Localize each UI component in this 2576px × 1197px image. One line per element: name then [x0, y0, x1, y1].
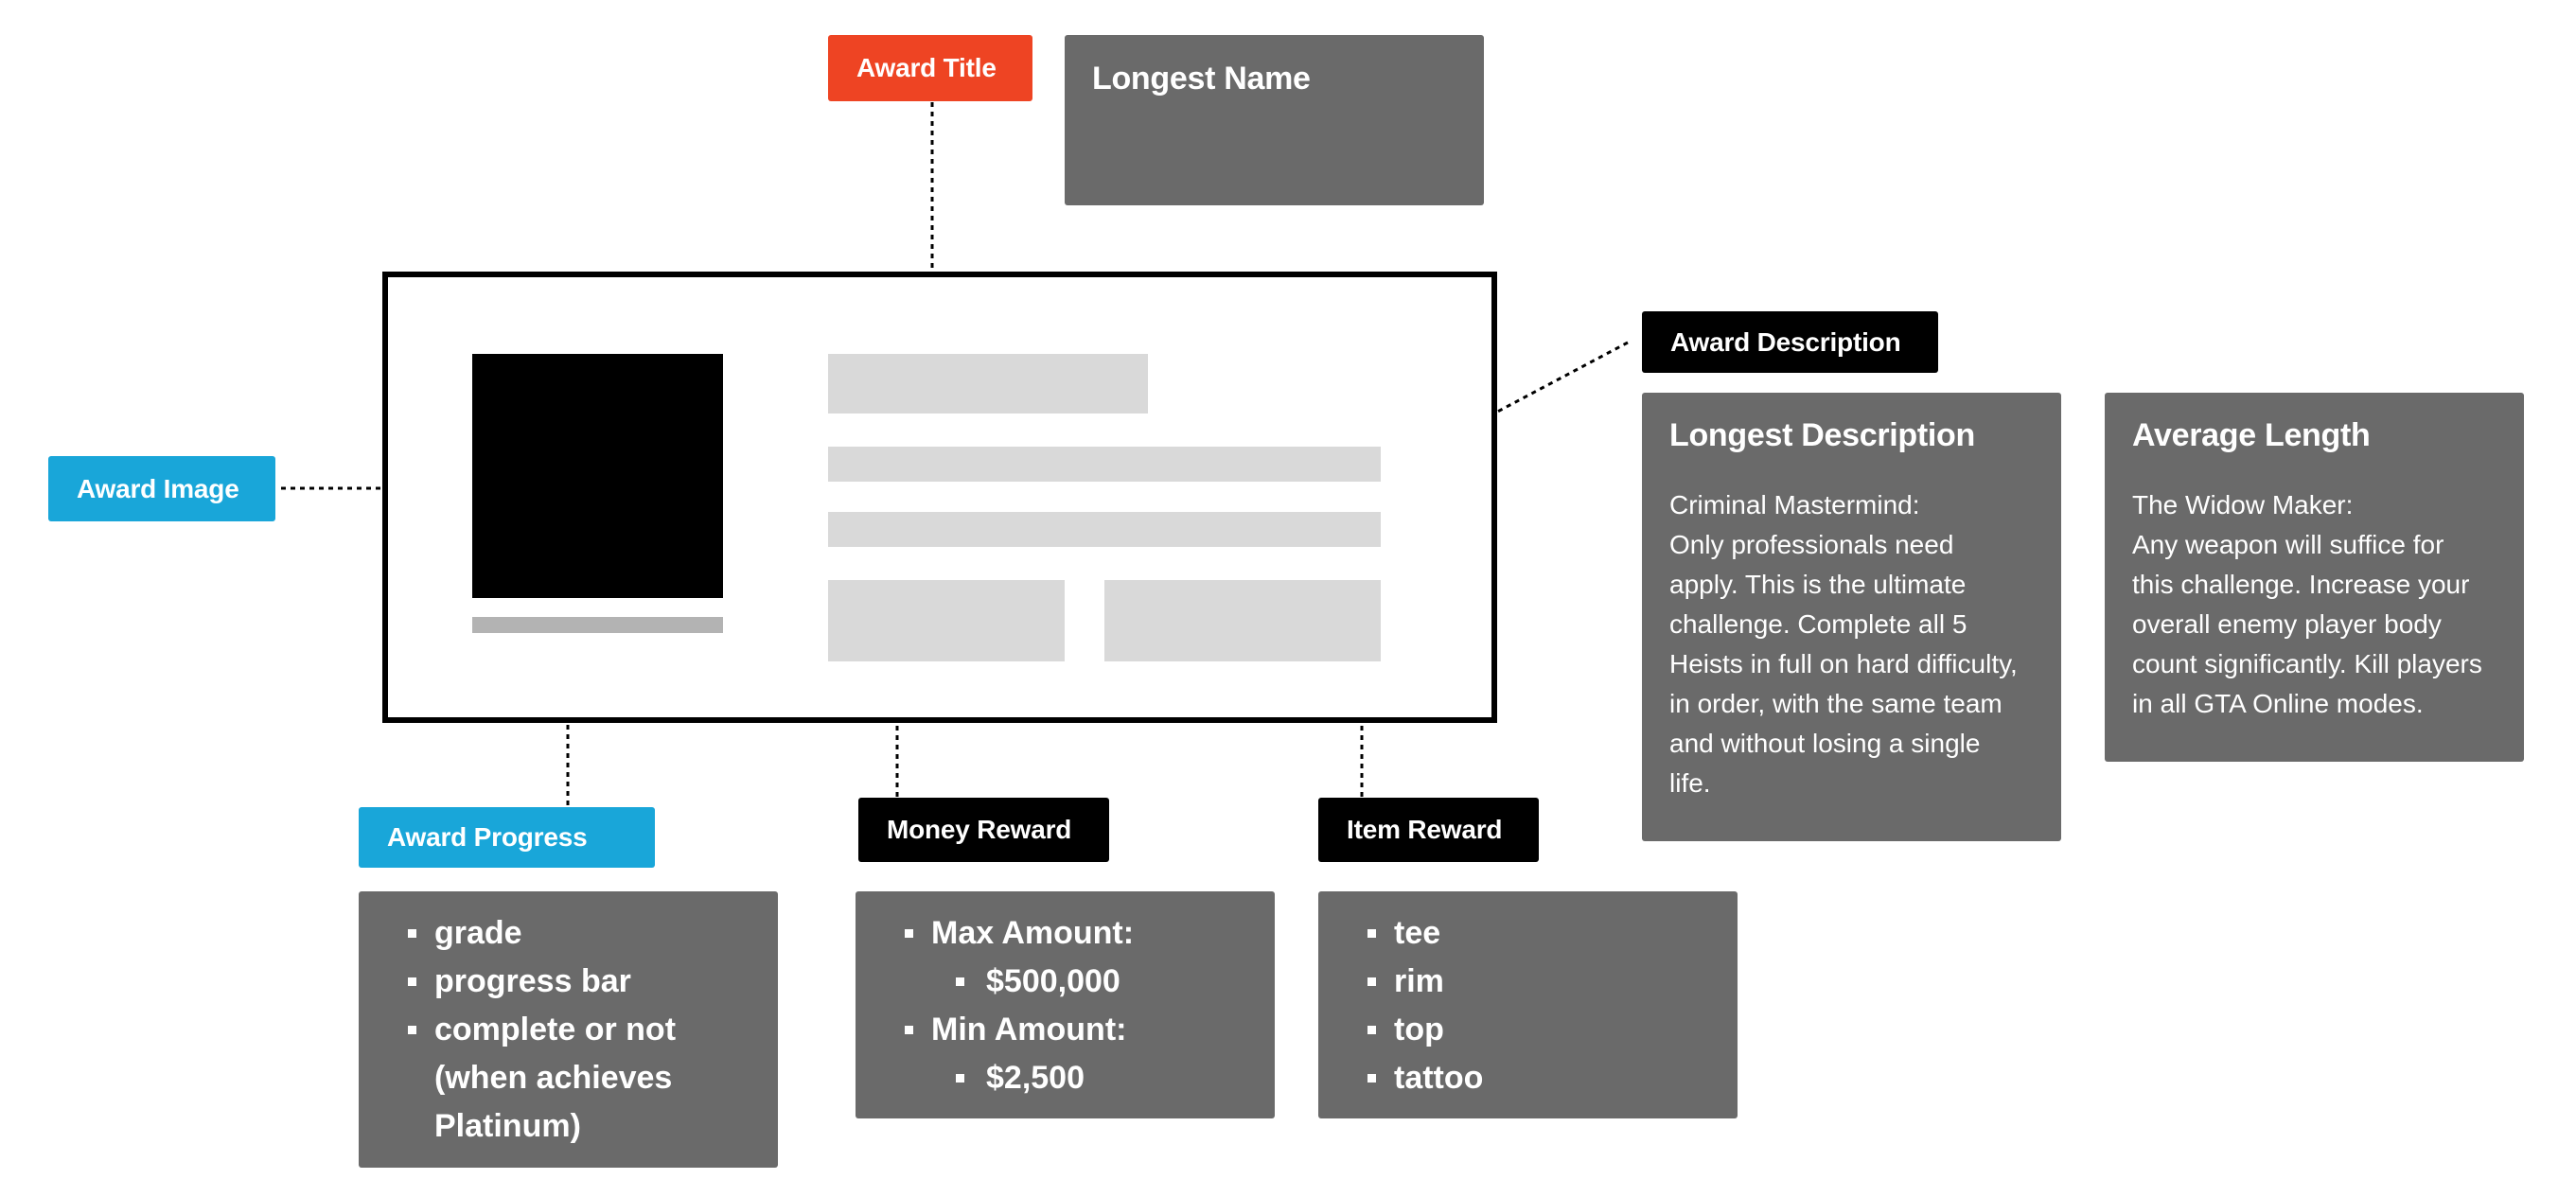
money-reward-tag-label: Money Reward	[887, 815, 1072, 844]
longest-description-title: Longest Description	[1669, 417, 1975, 453]
description-line: apply. This is the ultimate	[1669, 570, 1967, 599]
list-item: Min Amount:	[856, 1006, 1275, 1054]
description-line: The Widow Maker:	[2132, 490, 2354, 519]
list-item: Max Amount:	[856, 909, 1275, 958]
item-reward-tag-label: Item Reward	[1347, 815, 1503, 844]
description-line: Heists in full on hard difficulty,	[1669, 649, 2018, 678]
money-reward-tag: Money Reward	[858, 798, 1109, 862]
description-line: challenge. Complete all 5	[1669, 609, 1967, 639]
award-progress-box: grade progress bar complete or not (when…	[359, 891, 778, 1168]
list-item: grade	[359, 909, 778, 958]
longest-name-title: Longest Name	[1092, 61, 1311, 97]
money-reward-box: Max Amount: $500,000 Min Amount: $2,500	[856, 891, 1275, 1118]
list-item-continuation: (when achieves	[434, 1060, 673, 1096]
item-reward-box: tee rim top tattoo	[1318, 891, 1738, 1118]
description-line: in all GTA Online modes.	[2132, 689, 2424, 718]
average-length-text: The Widow Maker: Any weapon will suffice…	[2132, 485, 2524, 724]
award-description-tag: Award Description	[1642, 311, 1938, 373]
description-line: count significantly. Kill players	[2132, 649, 2482, 678]
item-reward-list: tee rim top tattoo	[1318, 909, 1738, 1102]
description-line: life.	[1669, 768, 1711, 798]
award-image-tag-label: Award Image	[77, 473, 239, 503]
description-line: Criminal Mastermind:	[1669, 490, 1920, 519]
award-progress-bar-placeholder	[472, 617, 723, 633]
award-image-tag: Award Image	[48, 456, 275, 521]
list-item-continuation: Platinum)	[434, 1108, 581, 1144]
average-length-box: Average Length The Widow Maker: Any weap…	[2105, 393, 2524, 762]
award-image-placeholder	[472, 354, 723, 598]
longest-name-box: Longest Name	[1065, 35, 1484, 205]
award-progress-tag: Award Progress	[359, 807, 655, 868]
award-description-tag-label: Award Description	[1670, 326, 1901, 357]
list-item: rim	[1318, 958, 1738, 1006]
description-line-placeholder	[828, 447, 1381, 482]
award-title-tag: Award Title	[828, 35, 1032, 101]
award-title-placeholder	[828, 354, 1148, 414]
award-progress-list: grade progress bar complete or not (when…	[359, 909, 778, 1151]
description-line: overall enemy player body	[2132, 609, 2442, 639]
award-title-tag-label: Award Title	[856, 53, 997, 82]
item-reward-placeholder	[1104, 580, 1381, 661]
longest-description-box: Longest Description Criminal Mastermind:…	[1642, 393, 2061, 841]
description-line: in order, with the same team	[1669, 689, 2003, 718]
description-line: Any weapon will suffice for	[2132, 530, 2444, 559]
list-item: progress bar	[359, 958, 778, 1006]
description-line: and without losing a single	[1669, 729, 1981, 758]
list-subitem: $500,000	[856, 958, 1275, 1006]
money-reward-list: Max Amount: $500,000 Min Amount: $2,500	[856, 909, 1275, 1102]
list-item: tattoo	[1318, 1054, 1738, 1102]
description-line-placeholder	[828, 512, 1381, 547]
description-line: Only professionals need	[1669, 530, 1954, 559]
list-item: complete or not	[359, 1006, 778, 1054]
list-item: tee	[1318, 909, 1738, 958]
list-subitem: $2,500	[856, 1054, 1275, 1102]
money-reward-placeholder	[828, 580, 1065, 661]
item-reward-tag: Item Reward	[1318, 798, 1539, 862]
longest-description-text: Criminal Mastermind: Only professionals …	[1669, 485, 2061, 803]
award-progress-tag-label: Award Progress	[387, 822, 588, 852]
description-line: this challenge. Increase your	[2132, 570, 2470, 599]
average-length-title: Average Length	[2132, 417, 2371, 453]
list-item: top	[1318, 1006, 1738, 1054]
